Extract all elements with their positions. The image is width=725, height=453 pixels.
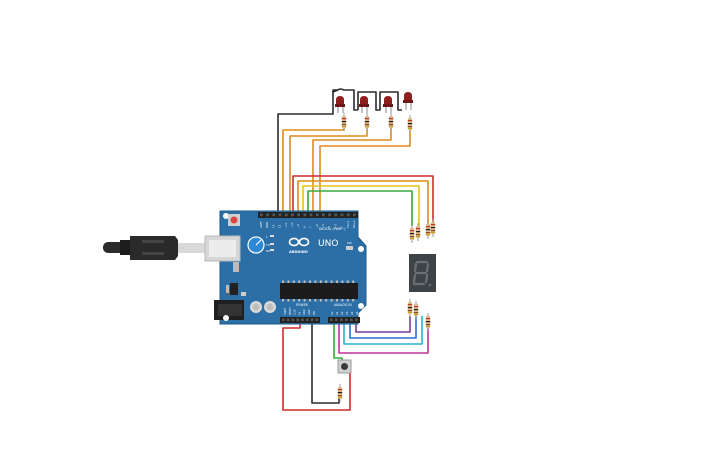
- wire-cyan-display[interactable]: [343, 316, 423, 345]
- digital-pin-label: ~5: [321, 224, 325, 228]
- led-icon: [404, 92, 412, 100]
- analog-pin-label: A0: [330, 311, 334, 315]
- digital-pin-label: ~6: [315, 224, 319, 228]
- power-pin-label: GND: [303, 309, 306, 315]
- wire-orange-2[interactable]: [289, 120, 368, 214]
- header-holes: [260, 213, 358, 322]
- chip-pins: [282, 280, 355, 302]
- analog-pin-label: A4: [350, 311, 354, 315]
- arduino-label: ARDUINO: [289, 250, 308, 254]
- power-header[interactable]: [280, 317, 320, 323]
- power-pin-label: RESET: [289, 307, 292, 315]
- resistor-icon[interactable]: [407, 299, 413, 317]
- pushbutton[interactable]: [337, 359, 352, 374]
- resistors: [337, 113, 436, 402]
- wire-green-display[interactable]: [307, 190, 413, 226]
- wire-orange-display[interactable]: [297, 180, 429, 226]
- resistor-icon[interactable]: [388, 113, 394, 131]
- resistor-icon[interactable]: [415, 223, 421, 241]
- analog-pin-label: A5: [355, 311, 359, 315]
- l-label: L: [266, 235, 268, 239]
- wire-black-led[interactable]: [277, 89, 339, 214]
- digital-pin-label: 4: [327, 226, 331, 228]
- usb-cable[interactable]: [103, 236, 206, 260]
- resistor-icon[interactable]: [407, 115, 413, 133]
- resistor-icon[interactable]: [364, 113, 370, 131]
- digital-label: DIGITAL (PWM~): [319, 227, 345, 231]
- wire-green-button[interactable]: [333, 322, 343, 362]
- resistor-icon[interactable]: [337, 384, 343, 402]
- resistor-icon[interactable]: [430, 219, 436, 237]
- arduino-logo-icon: [288, 237, 310, 247]
- digital-pin-label: 13: [271, 224, 275, 228]
- resistor-icon[interactable]: [425, 313, 431, 331]
- led-icon: [384, 96, 392, 104]
- power-pin-label: VIN: [313, 311, 316, 315]
- digital-pin-label: AREF: [259, 221, 263, 228]
- segments: [412, 260, 430, 286]
- digital-pin-label: TX→1: [346, 220, 350, 228]
- led-icon: [336, 96, 344, 104]
- power-pin-label: 3.3V: [294, 309, 297, 315]
- resistor-icon[interactable]: [341, 113, 347, 131]
- digital-pin-label: RX←0: [352, 220, 356, 228]
- wire-led-gnd-loop[interactable]: [332, 88, 402, 111]
- resistor-icon[interactable]: [413, 301, 419, 319]
- analog-pin-label: A1: [335, 311, 339, 315]
- microcontroller-chip: [280, 283, 358, 299]
- power-pin-label: IOREF: [284, 307, 287, 315]
- wire-black-power[interactable]: [311, 322, 340, 404]
- analog-pin-label: A3: [345, 311, 349, 315]
- analog-label: ANALOG IN: [334, 303, 352, 307]
- power-pin-label: 5V: [298, 311, 301, 315]
- power-pin-label: GND: [308, 309, 311, 315]
- wire-red-display[interactable]: [292, 175, 434, 226]
- wire-yellow-display[interactable]: [302, 185, 420, 226]
- wire-orange-3[interactable]: [312, 120, 392, 214]
- led-3[interactable]: [383, 96, 393, 113]
- wire-blue-display[interactable]: [349, 316, 417, 339]
- wires: [277, 88, 434, 411]
- digital-pin-label: 8: [302, 226, 306, 228]
- wire-red-power[interactable]: [282, 322, 351, 411]
- led-row: [335, 92, 413, 113]
- resistor-icon[interactable]: [425, 221, 431, 239]
- seven-segment-display[interactable]: 8: [409, 254, 436, 292]
- wire-magenta-display[interactable]: [338, 322, 429, 354]
- tx-label: TX: [265, 243, 270, 247]
- led-2[interactable]: [359, 96, 369, 113]
- analog-header[interactable]: [328, 317, 360, 323]
- digital-pin-label: 7: [309, 226, 313, 228]
- wire-purple-display[interactable]: [355, 316, 411, 333]
- digital-pin-label: GND: [265, 222, 269, 228]
- digital-pin-label: ~11: [284, 222, 288, 228]
- rx-label: RX: [266, 249, 270, 253]
- analog-pin-label: A2: [340, 311, 344, 315]
- uno-label: UNO: [318, 239, 338, 249]
- digital-pin-label: 12: [278, 224, 282, 228]
- wire-orange-4[interactable]: [319, 124, 411, 214]
- power-label: POWER: [296, 303, 309, 307]
- led-icon: [360, 96, 368, 104]
- digital-pin-label: ~9: [296, 224, 300, 228]
- digital-pin-label: ~10: [290, 222, 294, 228]
- digital-pin-label: ~3: [333, 224, 337, 228]
- led-4[interactable]: [403, 92, 413, 110]
- led-1[interactable]: [335, 96, 345, 113]
- resistor-icon[interactable]: [409, 225, 415, 243]
- digital-pin-label: 2: [340, 226, 344, 228]
- arduino-board[interactable]: DIGITAL (PWM~) UNO ARDUINO POWER ANALOG …: [204, 210, 367, 325]
- digital-header[interactable]: [258, 212, 358, 218]
- on-label: ON: [347, 241, 352, 245]
